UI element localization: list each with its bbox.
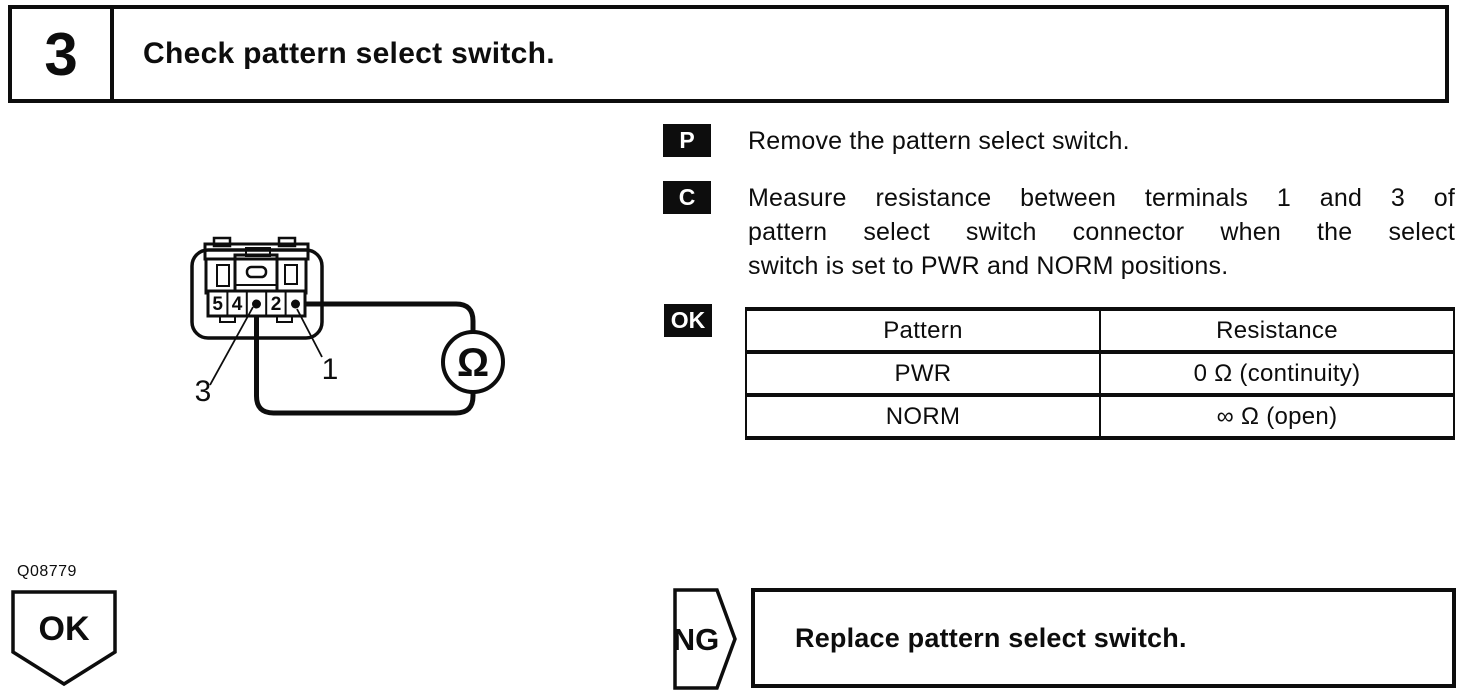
instruction-line: pattern select switch connector when the…	[748, 218, 1455, 246]
figure-code: Q08779	[17, 563, 77, 580]
connector-center-block	[233, 253, 279, 297]
terminal-1-probe-dot	[291, 299, 300, 309]
check-badge: C	[663, 181, 711, 214]
ok-flag-label: OK	[39, 610, 90, 648]
test-lead-wire-terminal-3	[254, 305, 476, 416]
result-ng-flag: NG	[673, 588, 737, 690]
ng-flag-shape	[673, 588, 737, 690]
ng-flag-label: NG	[673, 622, 720, 657]
connector-bottom-tab-left	[219, 315, 236, 323]
table-row: NORM ∞ Ω (open)	[745, 393, 1455, 440]
instruction-line: Measure resistance between terminals 1 a…	[748, 184, 1455, 212]
terminal-label-2: 2	[271, 294, 282, 315]
instruction-line: switch is set to PWR and NORM positions.	[748, 252, 1229, 280]
connector-top-tab-right	[277, 236, 297, 248]
terminal-label-5: 5	[212, 294, 223, 315]
table-row: PWR 0 Ω (continuity)	[745, 350, 1455, 397]
table-header-row: Pattern Resistance	[745, 307, 1455, 354]
instruction-text: Measure resistance between terminals 1 a…	[748, 181, 1455, 283]
pattern-cell: NORM	[745, 393, 1101, 440]
callout-label-1: 1	[322, 353, 339, 386]
resistance-cell: ∞ Ω (open)	[1099, 393, 1455, 440]
ohmmeter	[441, 330, 505, 394]
instruction-text: Remove the pattern select switch.	[748, 124, 1455, 158]
terminal-label-4: 4	[232, 294, 243, 315]
test-lead-wire-terminal-1	[297, 301, 476, 335]
connector-center-slot	[245, 265, 268, 279]
connector-latch-left-hole	[216, 264, 230, 287]
resistance-spec-table: Pattern Resistance PWR 0 Ω (continuity) …	[745, 307, 1455, 440]
step-number: 3	[12, 9, 114, 99]
prepare-badge: P	[663, 124, 711, 157]
callout-label-3: 3	[195, 375, 212, 408]
column-header-resistance: Resistance	[1099, 307, 1455, 354]
callout-line-1	[296, 308, 323, 358]
pattern-cell: PWR	[745, 350, 1101, 397]
instruction-check: C Measure resistance between terminals 1…	[663, 181, 1455, 283]
connector-latch-right-hole	[284, 264, 298, 285]
ohmmeter-symbol: Ω	[457, 341, 489, 385]
ok-flag-shape	[11, 590, 117, 687]
step-header: 3 Check pattern select switch.	[8, 5, 1449, 103]
page-title: Check pattern select switch.	[143, 37, 555, 70]
ng-action-box: Replace pattern select switch.	[751, 588, 1456, 688]
instruction-prepare: P Remove the pattern select switch.	[663, 124, 1455, 158]
terminal-3-probe-dot	[252, 299, 261, 309]
column-header-pattern: Pattern	[745, 307, 1101, 354]
result-ok-flag: OK	[11, 590, 117, 687]
instruction-line: Remove the pattern select switch.	[748, 127, 1130, 155]
ok-spec-badge: OK	[664, 304, 712, 337]
resistance-cell: 0 Ω (continuity)	[1099, 350, 1455, 397]
callout-line-3	[209, 306, 254, 386]
ng-action-text: Replace pattern select switch.	[795, 622, 1187, 653]
connector-test-diagram: 5 4 2 Ω 3 1	[190, 236, 505, 416]
connector-top-tab-left	[212, 236, 232, 248]
connector-bottom-tab-right	[276, 315, 293, 323]
